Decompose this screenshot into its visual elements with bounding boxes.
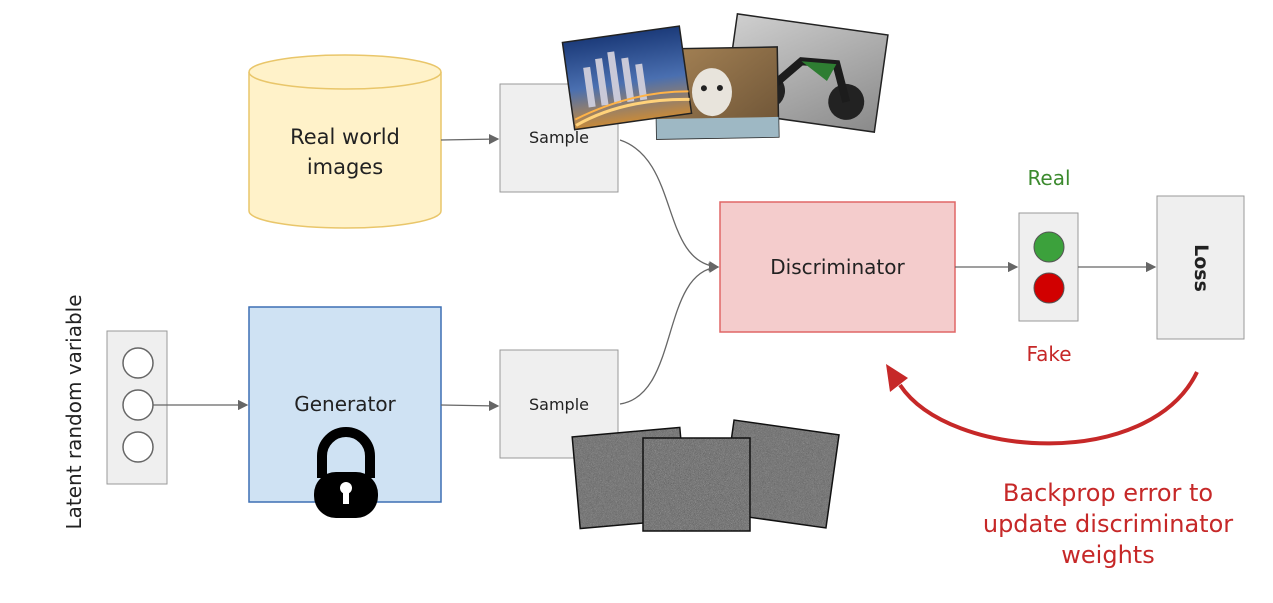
fake-indicator-light xyxy=(1033,272,1065,304)
padlock-icon xyxy=(314,427,378,518)
sample-bottom-label: Sample xyxy=(529,395,589,414)
real-label: Real xyxy=(1027,166,1071,190)
latent-node-1 xyxy=(122,347,154,379)
backprop-arrow xyxy=(886,364,1199,446)
real-photos-thumbnails xyxy=(561,13,889,140)
latent-random-variable-label: Latent random variable xyxy=(62,294,86,530)
real-world-images-database xyxy=(248,54,442,229)
discriminator-box xyxy=(719,201,956,333)
backprop-caption: Backprop error to update discriminator w… xyxy=(982,479,1234,569)
generator-label: Generator xyxy=(294,392,396,416)
fake-label: Fake xyxy=(1026,342,1072,366)
latent-node-3 xyxy=(122,431,154,463)
loss-label: Loss xyxy=(1190,244,1212,292)
sample-top-label: Sample xyxy=(529,128,589,147)
latent-variable-box xyxy=(106,330,168,485)
latent-node-2 xyxy=(122,389,154,421)
real-indicator-light xyxy=(1033,231,1065,263)
loss-box xyxy=(1156,195,1245,340)
real-world-images-label: Real world images xyxy=(290,125,400,179)
connectors xyxy=(153,133,1157,412)
discriminator-label: Discriminator xyxy=(770,255,905,279)
generator-box xyxy=(248,306,442,503)
noise-thumbnails xyxy=(571,419,840,532)
real-fake-indicator xyxy=(1018,212,1079,322)
